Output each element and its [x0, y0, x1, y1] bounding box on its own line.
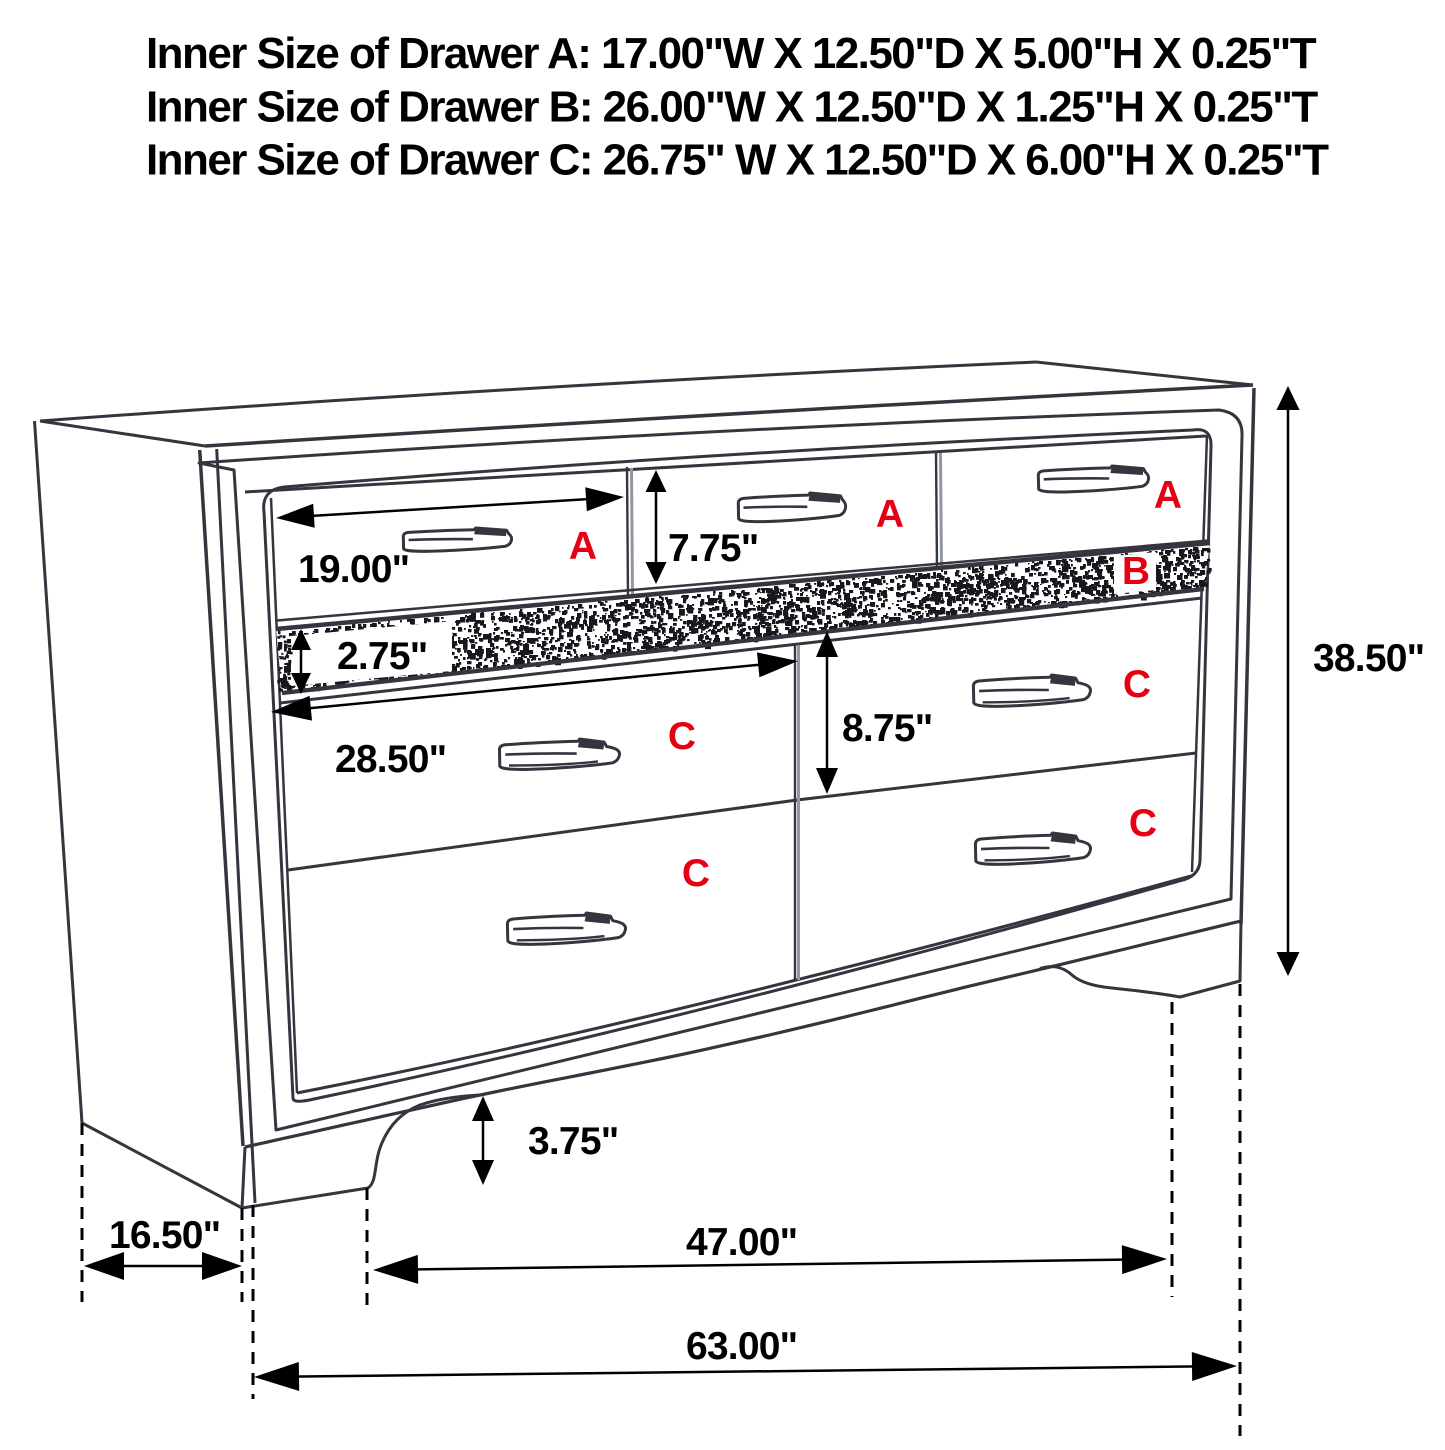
svg-text:16.50": 16.50" — [109, 1214, 220, 1257]
svg-text:28.50": 28.50" — [335, 738, 446, 781]
svg-text:2.75": 2.75" — [337, 635, 427, 678]
svg-text:A: A — [569, 525, 597, 568]
svg-text:19.00": 19.00" — [298, 548, 409, 591]
svg-text:Inner Size of Drawer C: 26.75": Inner Size of Drawer C: 26.75" W X 12.50… — [146, 136, 1329, 185]
svg-text:38.50": 38.50" — [1313, 637, 1424, 680]
svg-text:63.00": 63.00" — [686, 1325, 797, 1368]
svg-text:C: C — [668, 715, 696, 758]
svg-text:3.75": 3.75" — [528, 1120, 618, 1163]
svg-text:47.00": 47.00" — [686, 1221, 797, 1264]
svg-text:Inner Size of Drawer B: 26.00": Inner Size of Drawer B: 26.00"W X 12.50"… — [146, 83, 1318, 132]
svg-text:B: B — [1122, 550, 1150, 593]
svg-text:C: C — [1129, 802, 1157, 845]
svg-text:C: C — [682, 852, 710, 895]
svg-text:8.75": 8.75" — [842, 707, 932, 750]
svg-text:7.75": 7.75" — [668, 527, 758, 570]
svg-text:A: A — [1154, 474, 1182, 517]
svg-text:A: A — [876, 493, 904, 536]
svg-text:Inner Size of Drawer A: 17.00": Inner Size of Drawer A: 17.00"W X 12.50"… — [146, 29, 1317, 78]
svg-text:C: C — [1123, 663, 1151, 706]
